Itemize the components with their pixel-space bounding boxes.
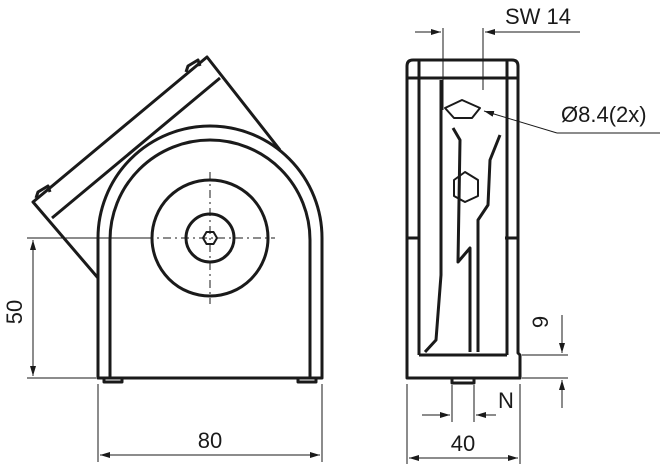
dimension-sw14: SW 14 (415, 4, 580, 110)
nut-icon (444, 99, 481, 119)
side-view (405, 58, 522, 385)
block-tab (34, 184, 52, 199)
dimension-80-label: 80 (198, 428, 222, 453)
inner-body-edge (108, 138, 312, 378)
dimension-hole-label: Ø8.4(2x) (561, 102, 647, 127)
dimension-hole-diameter: Ø8.4(2x) (483, 102, 660, 134)
side-outer (405, 58, 522, 380)
angled-profile-block (31, 55, 282, 279)
dimension-9: 9 (522, 315, 568, 408)
front-view (31, 55, 324, 384)
dimension-n: N (422, 385, 514, 422)
dimension-40-label: 40 (451, 431, 475, 456)
dimension-40: 40 (406, 384, 521, 464)
block-tab (184, 58, 202, 73)
dimension-50-label: 50 (2, 300, 27, 324)
dimension-sw14-label: SW 14 (505, 4, 571, 29)
slot-nut-foot (450, 376, 476, 385)
foot (102, 376, 124, 384)
dimension-50: 50 (2, 237, 145, 379)
dimension-80: 80 (97, 384, 323, 462)
dimension-n-label: N (498, 388, 514, 413)
outer-body (96, 124, 324, 380)
foot (296, 376, 318, 384)
angled-block-inner-edge (51, 76, 221, 220)
nut-icon (453, 171, 479, 203)
dimension-9-label: 9 (528, 316, 553, 328)
